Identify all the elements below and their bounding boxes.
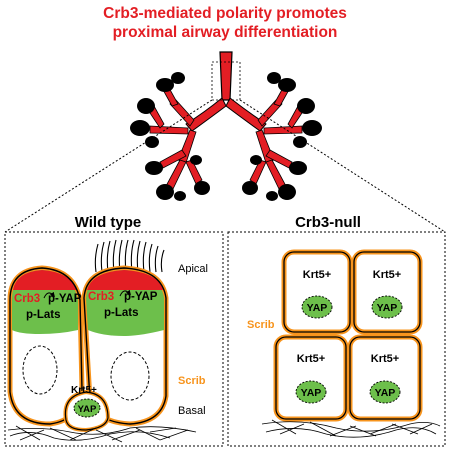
- null-cell-2-marker: Krt5+: [373, 269, 401, 281]
- left-apical-red: [13, 270, 77, 290]
- basal-label: Basal: [178, 405, 206, 417]
- null-nucleus-2: [371, 295, 403, 319]
- null-cell-1-yap: YAP: [307, 302, 328, 314]
- null-nucleus-1: [301, 295, 333, 319]
- null-nucleus-3: [295, 380, 327, 404]
- null-nucleus-4: [369, 380, 401, 404]
- right-nucleus: [110, 351, 150, 401]
- right-apical-red: [87, 270, 163, 290]
- lung-illustration: [130, 51, 322, 201]
- right-pyap-label: p-YAP: [124, 291, 158, 303]
- wild-type-heading: Wild type: [75, 214, 142, 231]
- null-scrib-label: Scrib: [247, 319, 275, 331]
- wild-type-cells: Crb3 p-YAP p-Lats Crb3 p-YAP p-Lats Krt5…: [7, 239, 208, 443]
- left-nucleus: [22, 345, 58, 395]
- wt-scrib-label: Scrib: [178, 375, 206, 387]
- null-cell-2: [351, 249, 423, 335]
- figure-title-line1: Crb3-mediated polarity promotes: [103, 5, 347, 22]
- basal-yap-label: YAP: [78, 404, 97, 415]
- right-crb3-label: Crb3: [88, 291, 114, 303]
- basement-membrane: [7, 425, 197, 443]
- zoom-line-right: [239, 99, 446, 233]
- crb3-null-cells: Krt5+ YAP Krt5+ YAP Krt5+ YAP Krt5+ YAP …: [247, 249, 441, 438]
- null-cell-3-marker: Krt5+: [297, 353, 325, 365]
- crb3-null-heading: Crb3-null: [295, 214, 361, 231]
- basal-krt5-label: Krt5+: [71, 385, 97, 396]
- crb3-null-panel: [227, 231, 446, 447]
- null-cell-4: [347, 334, 423, 422]
- null-cell-3: [273, 334, 349, 422]
- null-cell-2-yap: YAP: [377, 302, 398, 314]
- null-cell-4-marker: Krt5+: [371, 353, 399, 365]
- null-cell-4-yap: YAP: [375, 387, 396, 399]
- left-pyap-label: p-YAP: [48, 293, 82, 305]
- basal-nucleus: [73, 398, 101, 418]
- null-basement-membrane: [261, 419, 441, 438]
- figure-title-line2: proximal airway differentiation: [113, 24, 338, 41]
- apical-label: Apical: [178, 263, 208, 275]
- wild-type-panel: [4, 231, 224, 447]
- left-crb3-label: Crb3: [14, 293, 40, 305]
- null-cell-1: [281, 249, 353, 335]
- null-cell-3-yap: YAP: [301, 387, 322, 399]
- null-cell-1-marker: Krt5+: [303, 269, 331, 281]
- left-plats-label: p-Lats: [26, 309, 61, 321]
- right-plats-label: p-Lats: [104, 307, 139, 319]
- zoom-line-left: [4, 99, 213, 233]
